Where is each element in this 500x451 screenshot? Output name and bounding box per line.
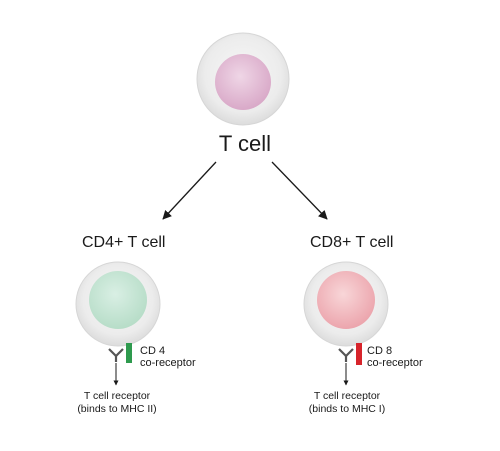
parent-t-cell <box>196 32 290 126</box>
cd4-coreceptor-line1: CD 4 <box>140 345 166 357</box>
cd8-receptor-label: T cell receptor (binds to MHC I) <box>292 390 402 416</box>
cd4-receptor-label: T cell receptor (binds to MHC II) <box>62 390 172 416</box>
cd8-t-cell-receptor-icon <box>338 348 354 362</box>
cd8-t-cell <box>303 261 389 347</box>
cd8-coreceptor-line1: CD 8 <box>367 345 393 357</box>
cd4-coreceptor-line2: co-receptor <box>140 357 196 369</box>
cd4-receptor-line2: (binds to MHC II) <box>77 403 157 415</box>
cd4-t-cell-receptor-icon <box>108 348 124 362</box>
cd4-t-cell <box>75 261 161 347</box>
cd8-coreceptor-label: CD 8 co-receptor <box>367 345 423 369</box>
cd8-coreceptor-icon <box>356 343 362 365</box>
cd8-coreceptor-line2: co-receptor <box>367 357 423 369</box>
cd4-title: CD4+ T cell <box>82 234 166 251</box>
arrow-to-cd8 <box>271 161 328 220</box>
cd4-receptor-line1: T cell receptor <box>83 390 151 402</box>
cd8-cell-nucleus <box>317 271 375 329</box>
cd4-cell-nucleus <box>89 271 147 329</box>
cd8-receptor-line2: (binds to MHC I) <box>308 403 386 415</box>
diagram-title: T cell <box>218 131 272 156</box>
parent-cell-nucleus <box>215 54 271 110</box>
cd4-coreceptor-label: CD 4 co-receptor <box>140 345 196 369</box>
cd8-receptor-line1: T cell receptor <box>313 390 381 402</box>
cd8-title: CD8+ T cell <box>310 234 394 251</box>
arrow-to-cd4 <box>162 161 217 220</box>
cd4-coreceptor-icon <box>126 343 132 363</box>
